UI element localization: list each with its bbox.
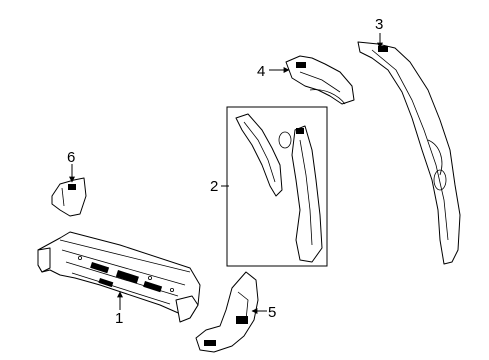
callout-3: 3 bbox=[375, 16, 383, 33]
callout-1: 1 bbox=[115, 310, 123, 327]
quarter-outer-rail-part[interactable] bbox=[357, 41, 461, 265]
small-bracket-part[interactable] bbox=[51, 177, 87, 217]
corner-bracket-part[interactable] bbox=[195, 271, 259, 353]
quarter-inner-panel-right-part[interactable] bbox=[278, 125, 323, 263]
callout-5: 5 bbox=[268, 304, 276, 321]
callout-4: 4 bbox=[257, 63, 265, 80]
callout-6: 6 bbox=[67, 149, 75, 166]
rear-body-panel-part[interactable] bbox=[37, 231, 201, 323]
callout-2: 2 bbox=[210, 178, 218, 195]
quarter-inner-panel-left-part[interactable] bbox=[235, 113, 283, 197]
wheelhouse-extension-part[interactable] bbox=[285, 55, 355, 105]
